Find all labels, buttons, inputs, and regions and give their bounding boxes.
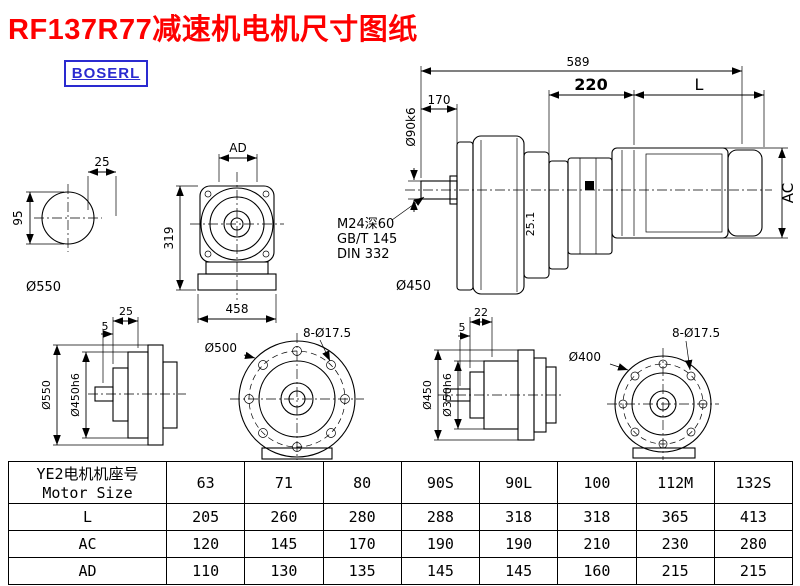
dim-base-458: 458 (226, 302, 249, 316)
dim-shaft-dia: 95 (11, 210, 25, 225)
flange-side-view-large: 25 5 Ø550 Ø450h6 (40, 305, 186, 446)
dim-adapter-220: 220 (574, 75, 607, 94)
dim-value: 145 (478, 557, 559, 585)
dim-value: 120 (165, 530, 246, 558)
dim-shaft-170: 170 (428, 93, 451, 107)
row-label: L (8, 503, 167, 531)
shaft-section-view: 25 95 Ø550 (11, 155, 117, 295)
dim-overall-589: 589 (567, 55, 590, 69)
flange-side-view-small: 22 5 Ø450 Ø350h6 (421, 306, 562, 441)
dim-value: 160 (557, 557, 637, 585)
dim-value: 365 (635, 503, 715, 531)
dim-holes-small: 8-Ø17.5 (672, 326, 720, 340)
dim-value: 170 (322, 530, 402, 558)
reducer-side-view: 589 170 Ø90k6 M24深60 GB/T 145 DIN 332 Ø4… (337, 55, 772, 295)
table-header-row: YE2电机机座号 Motor Size 63 71 80 90S 90L 100… (8, 461, 794, 504)
dim-motor-L: L (695, 75, 704, 94)
dim-value: 288 (400, 503, 481, 531)
dim-gap-5-small: 5 (459, 321, 466, 334)
dim-value: 215 (713, 557, 794, 585)
dim-gap-5: 5 (102, 320, 109, 333)
dim-ad: AD (229, 141, 246, 155)
dim-value: 413 (713, 503, 794, 531)
size-col-header: 90L (478, 461, 559, 504)
motor-dimension-table: YE2电机机座号 Motor Size 63 71 80 90S 90L 100… (8, 461, 794, 585)
label-flange-dia-450: Ø450 (396, 279, 431, 294)
dim-value: 190 (400, 530, 481, 558)
dim-value: 280 (713, 530, 794, 558)
label-flange-dia-550: Ø550 (26, 280, 61, 295)
technical-drawing: 25 95 Ø550 AD (11, 55, 797, 460)
dim-spigot-350h6: Ø350h6 (441, 373, 454, 417)
dim-value: 318 (557, 503, 637, 531)
label-tap-din332: DIN 332 (337, 247, 390, 262)
dim-value: 110 (165, 557, 246, 585)
dim-height-319: 319 (162, 227, 176, 250)
dim-outer-550: Ø550 (40, 380, 53, 410)
dim-value: 280 (322, 503, 402, 531)
dim-outer-450: Ø450 (421, 380, 434, 410)
dim-value: 260 (244, 503, 324, 531)
dim-value: 205 (165, 503, 246, 531)
dim-holes-large: 8-Ø17.5 (303, 326, 351, 340)
size-col-header: 71 (244, 461, 324, 504)
row-label: AC (8, 530, 167, 558)
dim-offset-22: 22 (474, 306, 488, 319)
dimension-row-AD: AD 110 130 135 145 145 160 215 215 (8, 557, 794, 585)
dim-value: 210 (557, 530, 637, 558)
label-tap-gbt145: GB/T 145 (337, 232, 397, 247)
dim-motor-AC: AC (779, 183, 797, 203)
size-col-header: 132S (713, 461, 794, 504)
boserl-logo-text: BOSERL (71, 65, 141, 82)
header-cn: YE2电机机座号 (36, 465, 139, 483)
dim-key-width: 25 (94, 155, 109, 169)
motor-side-view: 220 L AC (548, 75, 797, 255)
row-label: AD (8, 557, 167, 585)
dim-value: 318 (478, 503, 559, 531)
dim-value: 215 (635, 557, 715, 585)
dimension-row-AC: AC 120 145 170 190 190 210 230 280 (8, 530, 794, 558)
size-col-header: 112M (635, 461, 715, 504)
gearbox-front-view: AD 319 458 (162, 141, 284, 323)
flange-front-view-small: 8-Ø17.5 Ø400 (569, 326, 720, 460)
dim-value: 190 (478, 530, 559, 558)
motor-size-header: YE2电机机座号 Motor Size (8, 461, 167, 504)
flange-front-view-large: 8-Ø17.5 Ø500 (205, 326, 364, 460)
dim-key-height-251: 25.1 (524, 212, 537, 237)
page-title: RF137R77减速机电机尺寸图纸 (8, 14, 418, 46)
dim-value: 145 (400, 557, 481, 585)
header-en: Motor Size (42, 484, 133, 502)
dim-spigot-450h6: Ø450h6 (69, 373, 82, 417)
size-col-header: 90S (400, 461, 481, 504)
dimension-row-L: L 205 260 280 288 318 318 365 413 (8, 503, 794, 531)
size-col-header: 100 (557, 461, 637, 504)
dim-value: 135 (322, 557, 402, 585)
dim-value: 145 (244, 530, 324, 558)
size-col-header: 80 (322, 461, 402, 504)
dim-bolt-circle-500: Ø500 (205, 341, 237, 355)
dim-shaft-dia-90k6: Ø90k6 (404, 107, 418, 146)
label-tap-m24: M24深60 (337, 217, 394, 232)
dim-offset-25: 25 (119, 305, 133, 318)
boserl-logo: BOSERL (64, 60, 148, 87)
dim-value: 230 (635, 530, 715, 558)
dim-outer-400: Ø400 (569, 350, 601, 364)
size-col-header: 63 (165, 461, 246, 504)
dim-value: 130 (244, 557, 324, 585)
